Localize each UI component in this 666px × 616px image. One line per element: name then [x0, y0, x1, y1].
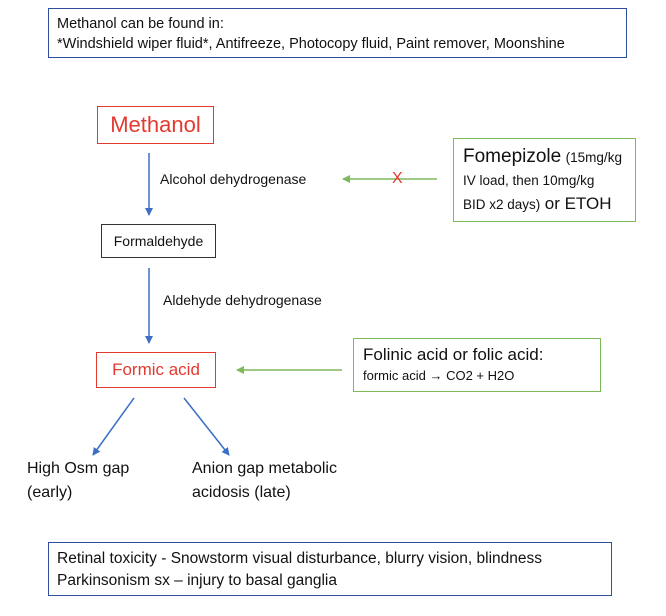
enzyme-alcohol-dehydrogenase: Alcohol dehydrogenase	[160, 171, 307, 187]
fomepizole-line3: BID x2 days) or ETOH	[463, 192, 626, 216]
enzyme-aldehyde-dehydrogenase: Aldehyde dehydrogenase	[163, 292, 322, 308]
sources-box: Methanol can be found in: *Windshield wi…	[48, 8, 627, 58]
fomepizole-alt: or ETOH	[544, 194, 612, 213]
fomepizole-box: Fomepizole (15mg/kg IV load, then 10mg/k…	[453, 138, 636, 222]
arrow-to-high-osm-gap	[92, 397, 135, 456]
toxicity-parkinsonism: Parkinsonism sx – injury to basal gangli…	[57, 572, 337, 589]
methanol-box: Methanol	[97, 106, 214, 144]
outcome-anion-gap: Anion gap metabolic acidosis (late)	[192, 457, 337, 505]
fomepizole-dose3: BID x2 days)	[463, 197, 541, 212]
formic-acid-box: Formic acid	[96, 352, 216, 388]
outcome-right-line1: Anion gap metabolic	[192, 460, 337, 477]
toxicity-box: Retinal toxicity - Snowstorm visual dist…	[48, 542, 612, 596]
formaldehyde-box: Formaldehyde	[101, 224, 216, 258]
formic-acid-label: Formic acid	[112, 360, 200, 379]
sources-heading: Methanol can be found in:	[57, 16, 224, 32]
toxicity-retinal: Retinal toxicity - Snowstorm visual dist…	[57, 550, 543, 567]
folinic-title: Folinic acid or folic acid:	[363, 345, 544, 364]
fomepizole-name: Fomepizole	[463, 146, 562, 167]
block-x-mark: X	[392, 170, 403, 187]
methanol-label: Methanol	[110, 112, 201, 137]
folinic-reaction: formic acid → CO2 + H2O	[363, 368, 515, 383]
outcome-left-line2: (early)	[27, 484, 73, 501]
sources-list: *Windshield wiper fluid*, Antifreeze, Ph…	[57, 36, 565, 52]
fomepizole-dose1: (15mg/kg	[565, 150, 622, 165]
outcome-left-line1: High Osm gap	[27, 460, 130, 477]
fomepizole-line1: Fomepizole (15mg/kg	[463, 145, 626, 169]
folinic-acid-box: Folinic acid or folic acid: formic acid …	[353, 338, 601, 392]
formaldehyde-label: Formaldehyde	[113, 233, 204, 249]
arrow-to-anion-gap	[183, 397, 230, 456]
fomepizole-dose2: IV load, then 10mg/kg	[463, 173, 595, 188]
outcome-right-line2: acidosis (late)	[192, 484, 291, 501]
outcome-high-osm-gap: High Osm gap (early)	[27, 457, 129, 505]
